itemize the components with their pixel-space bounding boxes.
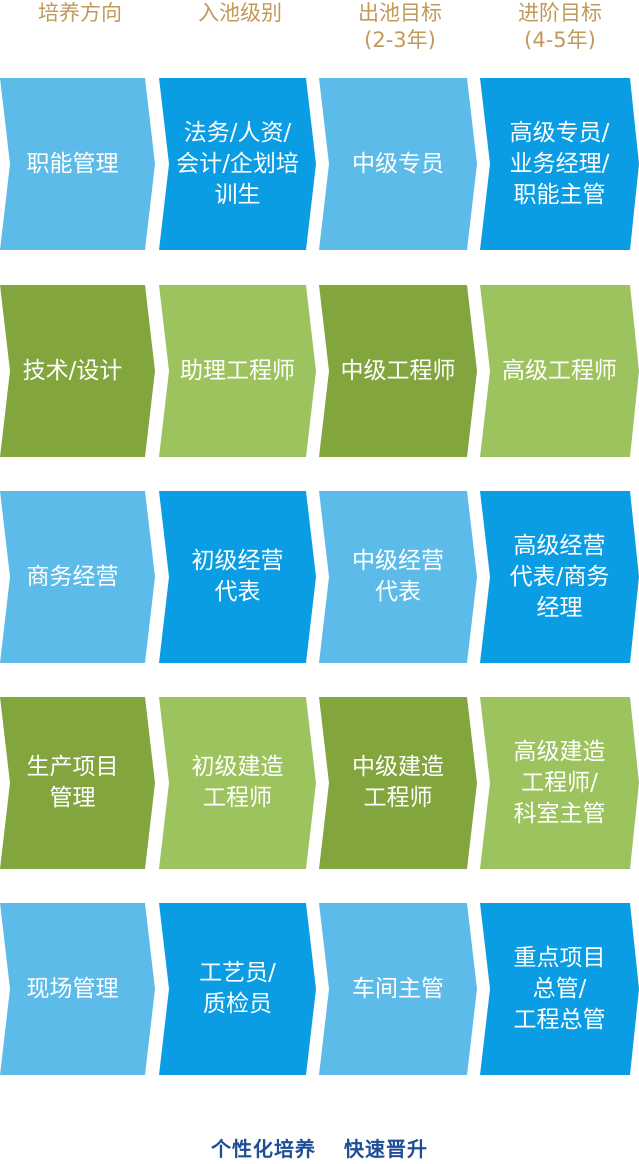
chevron-shape: [319, 78, 477, 250]
footer-slogan: 个性化培养 快速晋升: [211, 1137, 428, 1161]
chevron-label: 中级专员: [352, 150, 444, 177]
chevron-label: 工艺员/ 质检员: [199, 960, 276, 1017]
chevron-shape: [0, 285, 155, 457]
chevron-shape: [480, 491, 639, 663]
chevron-label: 高级建造 工程师/ 科室主管: [513, 738, 606, 827]
chevron-shape: [319, 903, 477, 1075]
chevron-label: 初级建造 工程师: [191, 754, 284, 811]
chevron-label: 中级建造 工程师: [352, 754, 444, 811]
chevron-label: 助理工程师: [180, 357, 295, 384]
chevron-label: 高级专员/ 业务经理/ 职能主管: [509, 119, 610, 208]
chevron-shape: [480, 697, 639, 869]
chevron-label: 初级经营 代表: [191, 548, 284, 605]
chevron-label: 重点项目 总管/ 工程总管: [513, 944, 606, 1033]
header-entry-level: 入池级别: [198, 1, 282, 25]
header-exit-goal: 出池目标 (2-3年): [358, 1, 442, 52]
chevron-shape: [159, 491, 316, 663]
chevron-label: 生产项目 管理: [26, 754, 119, 811]
chevron-shape: [480, 78, 639, 250]
chevron-label: 商务经营: [26, 563, 119, 590]
chevron-shape: [480, 285, 639, 457]
header-direction: 培养方向: [38, 1, 122, 25]
chevron-shape: [159, 697, 316, 869]
header-advanced-goal: 进阶目标 (4-5年): [518, 1, 602, 52]
chevron-label: 高级工程师: [502, 357, 617, 384]
chevron-shape: [319, 491, 477, 663]
chevron-shape: [480, 903, 639, 1075]
chevron-label: 职能管理: [26, 150, 119, 177]
chevron-label: 中级经营 代表: [352, 548, 444, 605]
chevron-label: 车间主管: [352, 975, 444, 1002]
column-header: 培养方向 入池级别 出池目标 (2-3年) 进阶目标 (4-5年): [0, 0, 639, 70]
chevron-label: 中级工程师: [340, 357, 456, 384]
chevron-shape: [159, 78, 316, 250]
chevron-shape: [0, 78, 155, 250]
chevron-shape: [159, 285, 316, 457]
chevron-shape: [0, 697, 155, 869]
chevron-shape: [0, 491, 155, 663]
chevron-label: 现场管理: [26, 975, 119, 1002]
chevron-label: 法务/人资/ 会计/企划培 训生: [176, 119, 299, 208]
chevron-shape: [159, 903, 316, 1075]
chevron-shape: [0, 903, 155, 1075]
chevron-label: 技术/设计: [22, 357, 123, 384]
chevron-shape: [319, 285, 477, 457]
chevron-label: 高级经营 代表/商务 经理: [509, 532, 610, 621]
chevron-shape: [319, 697, 477, 869]
